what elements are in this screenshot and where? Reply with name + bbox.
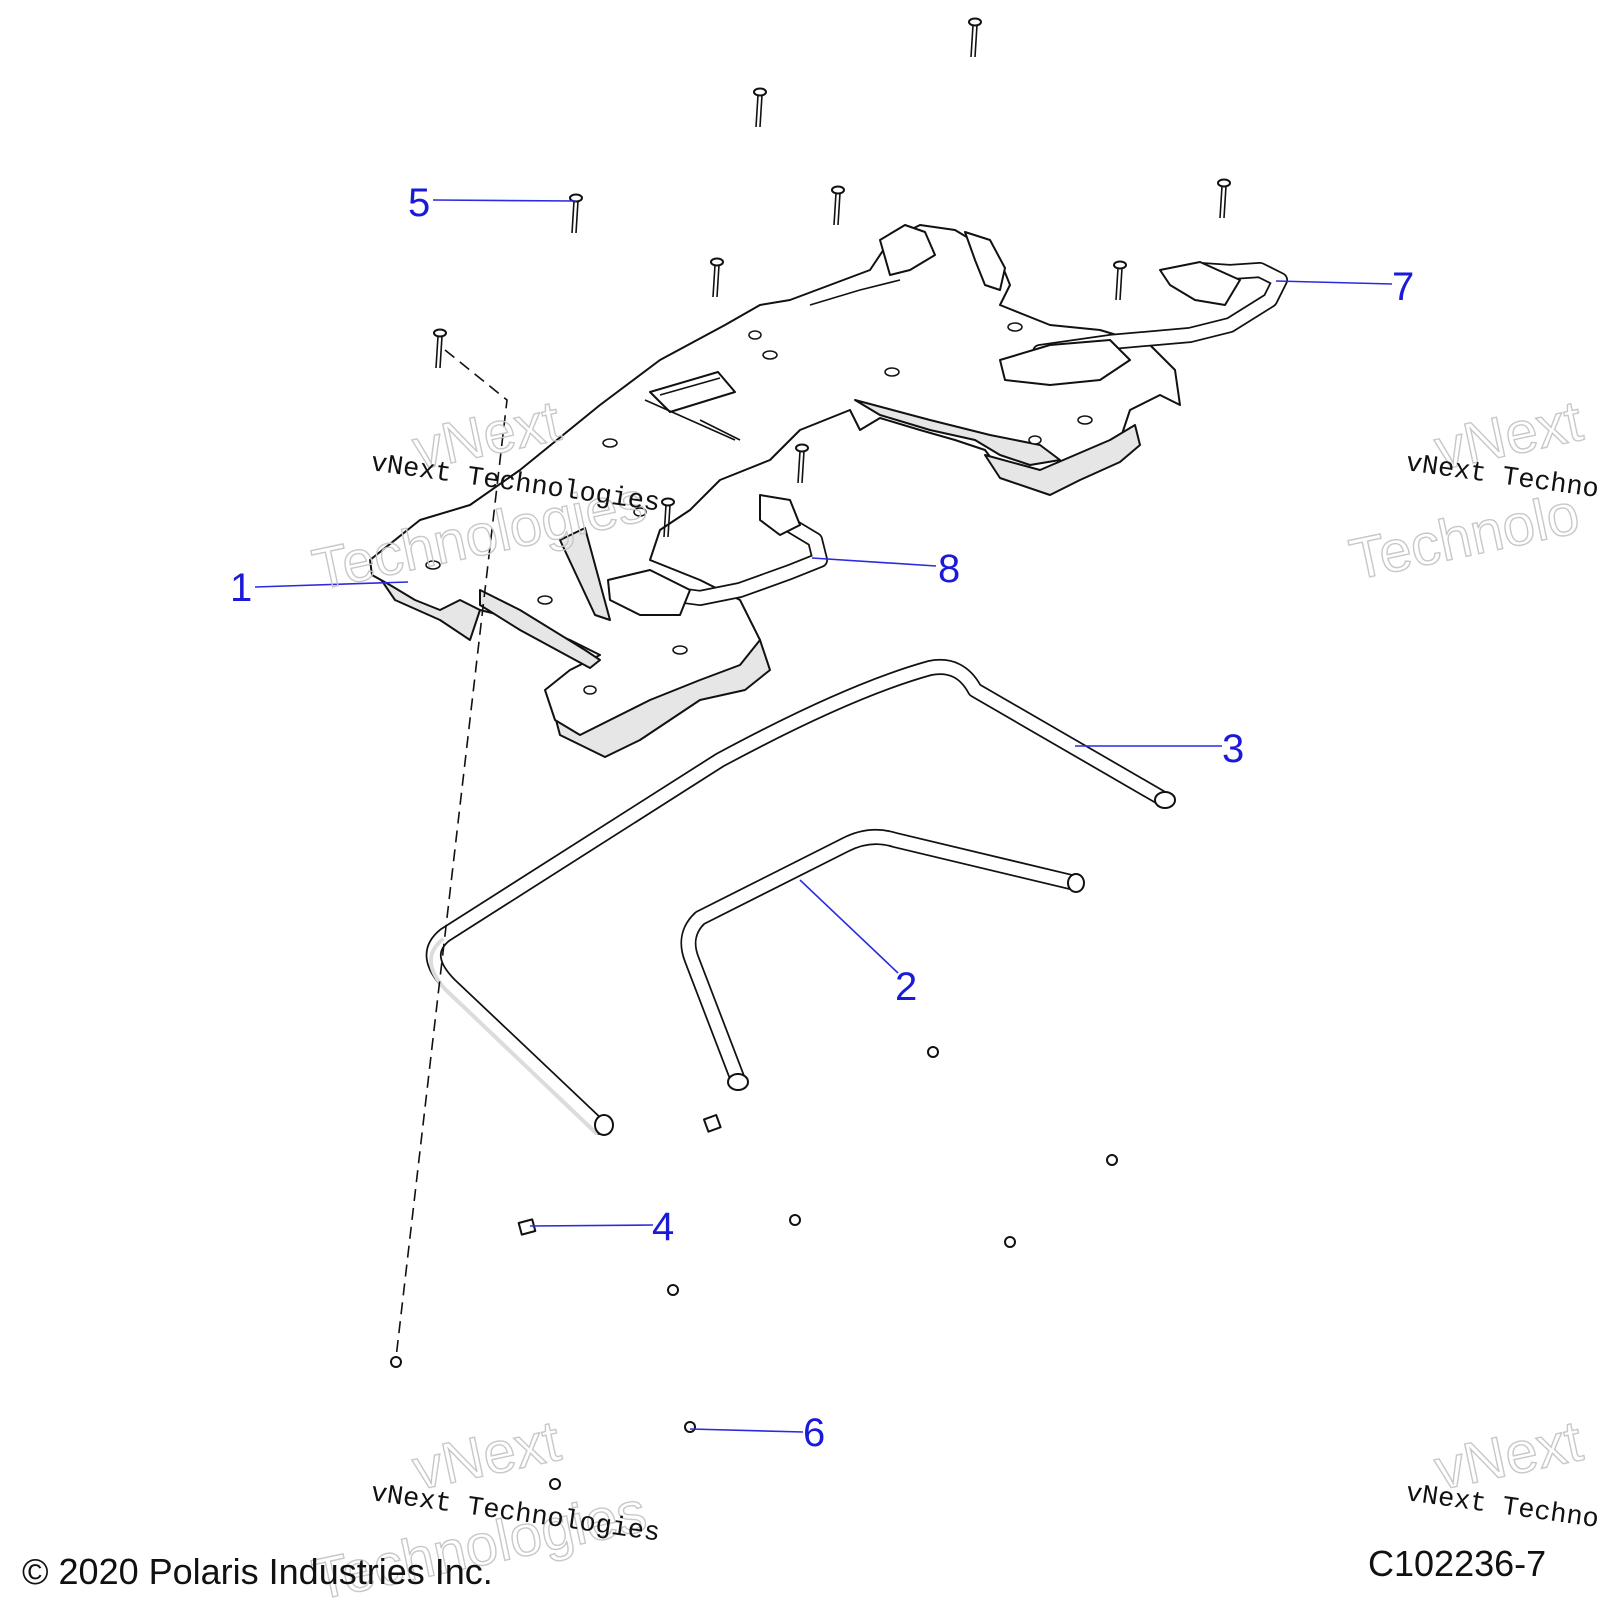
mounting-holes bbox=[425, 322, 1093, 695]
callout-2: 2 bbox=[895, 965, 917, 1009]
copyright-notice: © 2020 Polaris Industries Inc. bbox=[22, 1551, 493, 1592]
callout-6: 6 bbox=[803, 1411, 825, 1455]
nuts bbox=[390, 1046, 1118, 1490]
leader-lines bbox=[254, 199, 1393, 1433]
small-rail-tube bbox=[680, 828, 1085, 1091]
front-handle-bar bbox=[607, 494, 828, 616]
callout-5: 5 bbox=[408, 181, 430, 225]
callout-3: 3 bbox=[1222, 727, 1244, 771]
figure-code: C102236-7 bbox=[1368, 1543, 1546, 1584]
callout-8: 8 bbox=[938, 547, 960, 591]
callout-numbers: 1 2 3 4 5 6 7 8 bbox=[230, 181, 1414, 1455]
screws bbox=[433, 17, 1231, 538]
callout-1: 1 bbox=[230, 566, 252, 610]
large-rail-tube bbox=[425, 659, 1176, 1136]
callout-4: 4 bbox=[652, 1205, 674, 1249]
rack-assembly bbox=[369, 224, 1181, 758]
assembly-dashed-line bbox=[395, 349, 508, 1359]
rear-handle-bar bbox=[999, 261, 1288, 386]
callout-7: 7 bbox=[1392, 265, 1414, 309]
